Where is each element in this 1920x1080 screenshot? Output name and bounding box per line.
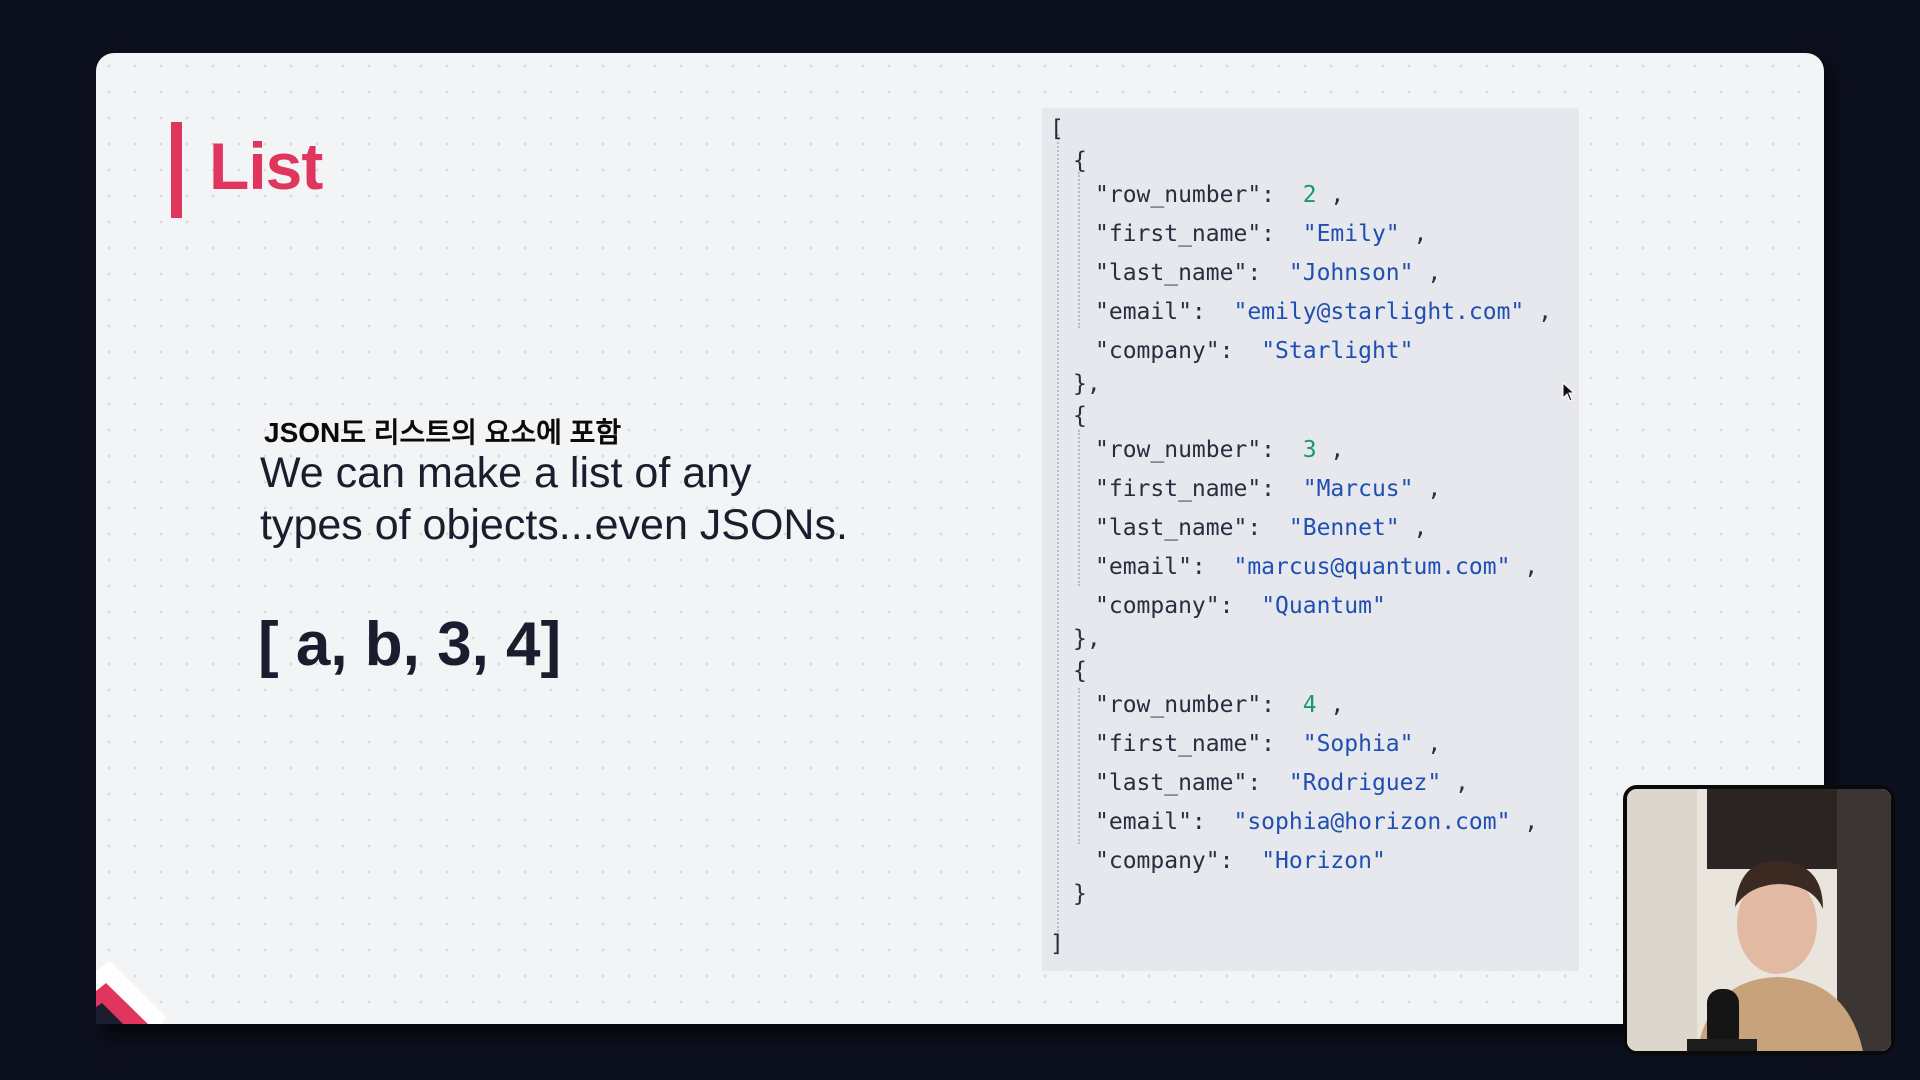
mouse-cursor-icon bbox=[1562, 382, 1576, 402]
presentation-slide: List JSON도 리스트의 요소에 포함 We can make a lis… bbox=[96, 53, 1824, 1024]
json-value: "sophia@horizon.com" bbox=[1233, 809, 1511, 835]
webcam-overlay bbox=[1623, 785, 1895, 1055]
json-value: 4 bbox=[1302, 692, 1317, 718]
json-key: "first_name": bbox=[1095, 731, 1276, 757]
indent-guide-outer bbox=[1057, 134, 1059, 944]
json-value: "marcus@quantum.com" bbox=[1233, 554, 1511, 580]
brand-logo-icon bbox=[96, 961, 166, 1024]
indent-guide-record-3 bbox=[1078, 688, 1080, 844]
json-key: "first_name": bbox=[1095, 476, 1276, 502]
json-key: "email": bbox=[1095, 554, 1206, 580]
json-key: "row_number": bbox=[1095, 692, 1276, 718]
code-line-row-number: "row_number": 3 , bbox=[1095, 437, 1345, 463]
json-value: 2 bbox=[1302, 182, 1317, 208]
json-value: "Sophia" bbox=[1302, 731, 1414, 757]
code-brace-open: { bbox=[1073, 658, 1087, 684]
list-example: [ a, b, 3, 4] bbox=[258, 610, 562, 679]
code-line-email: "email": "marcus@quantum.com" , bbox=[1095, 554, 1539, 580]
code-line-company: "company": "Quantum" bbox=[1095, 587, 1386, 625]
description-line-1: We can make a list of any bbox=[260, 449, 752, 497]
code-line-first-name: "first_name": "Emily" , bbox=[1095, 221, 1428, 247]
json-value: "Marcus" bbox=[1302, 476, 1414, 502]
title-accent-bar bbox=[171, 122, 182, 218]
json-key: "last_name": bbox=[1095, 515, 1262, 541]
code-brace-close: }, bbox=[1073, 371, 1101, 397]
json-key: "email": bbox=[1095, 809, 1206, 835]
presenter-video-image bbox=[1627, 789, 1891, 1051]
code-line-last-name: "last_name": "Rodriguez" , bbox=[1095, 770, 1469, 796]
indent-guide-record-2 bbox=[1078, 430, 1080, 586]
code-line-first-name: "first_name": "Sophia" , bbox=[1095, 731, 1442, 757]
code-line-row-number: "row_number": 2 , bbox=[1095, 182, 1345, 208]
description-line-2: types of objects...even JSONs. bbox=[260, 501, 848, 549]
code-line-row-number: "row_number": 4 , bbox=[1095, 692, 1345, 718]
json-value: 3 bbox=[1302, 437, 1317, 463]
json-key: "last_name": bbox=[1095, 770, 1262, 796]
json-key: "first_name": bbox=[1095, 221, 1276, 247]
code-open-bracket: [ bbox=[1050, 116, 1064, 142]
json-value: "Johnson" bbox=[1288, 260, 1414, 286]
json-value: "Bennet" bbox=[1288, 515, 1400, 541]
code-brace-close: } bbox=[1073, 881, 1087, 907]
json-key: "company": bbox=[1095, 848, 1234, 874]
code-brace-open: { bbox=[1073, 148, 1087, 174]
slide-description: We can make a list of any types of objec… bbox=[260, 447, 980, 551]
code-line-company: "company": "Starlight" bbox=[1095, 332, 1414, 370]
code-close-bracket: ] bbox=[1050, 931, 1064, 957]
code-brace-open: { bbox=[1073, 403, 1087, 429]
code-line-first-name: "first_name": "Marcus" , bbox=[1095, 476, 1442, 502]
code-line-email: "email": "sophia@horizon.com" , bbox=[1095, 809, 1539, 835]
slide-title: List bbox=[209, 129, 323, 203]
code-line-last-name: "last_name": "Bennet" , bbox=[1095, 515, 1428, 541]
code-line-company: "company": "Horizon" bbox=[1095, 842, 1386, 880]
code-line-email: "email": "emily@starlight.com" , bbox=[1095, 299, 1552, 325]
json-value: "Starlight" bbox=[1261, 338, 1414, 364]
code-line-last-name: "last_name": "Johnson" , bbox=[1095, 260, 1442, 286]
json-code-panel: [ ] { "row_number": 2 , "first_name": "Emi… bbox=[1042, 108, 1579, 971]
json-value: "emily@starlight.com" bbox=[1233, 299, 1525, 325]
json-value: "Horizon" bbox=[1261, 848, 1386, 874]
json-key: "row_number": bbox=[1095, 182, 1276, 208]
json-key: "last_name": bbox=[1095, 260, 1262, 286]
json-key: "company": bbox=[1095, 593, 1234, 619]
json-key: "company": bbox=[1095, 338, 1234, 364]
json-key: "row_number": bbox=[1095, 437, 1276, 463]
indent-guide-record-1 bbox=[1078, 172, 1080, 328]
json-key: "email": bbox=[1095, 299, 1206, 325]
korean-subtitle-caption: JSON도 리스트의 요소에 포함 bbox=[264, 417, 622, 448]
code-brace-close: }, bbox=[1073, 626, 1101, 652]
json-value: "Quantum" bbox=[1261, 593, 1386, 619]
json-value: "Emily" bbox=[1302, 221, 1400, 247]
json-value: "Rodriguez" bbox=[1288, 770, 1442, 796]
